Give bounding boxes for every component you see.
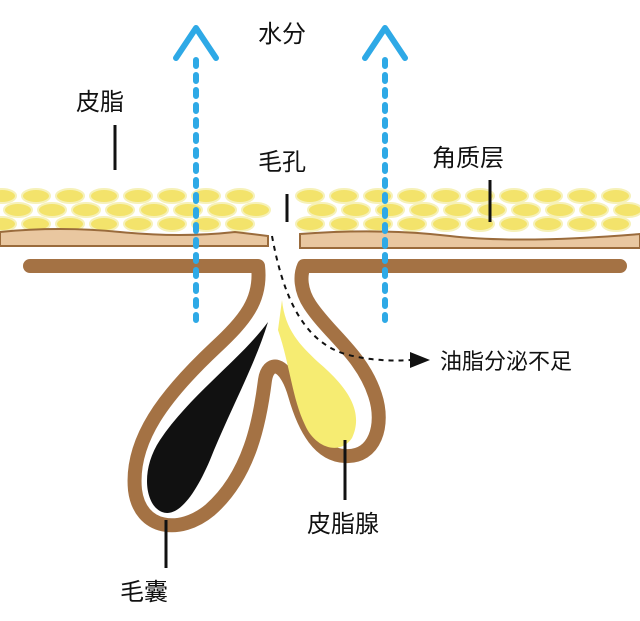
corneocyte-cell: [225, 188, 255, 204]
corneocyte-cell: [0, 216, 17, 232]
corneocyte-cell: [207, 202, 237, 218]
corneocyte-cell: [89, 216, 119, 232]
corneocyte-cell: [499, 188, 529, 204]
corneocyte-cell: [71, 202, 101, 218]
corneocyte-cell: [431, 188, 461, 204]
label-sebaceous-gland: 皮脂腺: [307, 510, 379, 538]
water-arrow-left: [173, 25, 219, 323]
corneocyte-cell: [123, 188, 153, 204]
corneocyte-cell: [341, 202, 371, 218]
corneocyte-cell: [89, 188, 119, 204]
corneocyte-cell: [409, 202, 439, 218]
corneocyte-cell: [511, 202, 541, 218]
corneocyte-cell: [225, 216, 255, 232]
corneocyte-cell: [157, 188, 187, 204]
label-water: 水分: [258, 20, 306, 48]
corneocyte-cell: [139, 202, 169, 218]
label-stratum-corneum: 角质层: [432, 144, 504, 172]
corneocyte-cell: [567, 216, 597, 232]
hair-shaft: [147, 322, 268, 513]
corneocyte-cell: [295, 216, 325, 232]
corneocyte-cell: [613, 202, 640, 218]
water-arrow-right: [362, 25, 408, 323]
corneocyte-cell: [397, 216, 427, 232]
label-oil-secretion: 油脂分泌不足: [440, 350, 572, 375]
skin-tissue-band-right: [299, 230, 640, 249]
corneocyte-cell: [465, 188, 495, 204]
corneocyte-cell: [307, 202, 337, 218]
corneocyte-cell: [431, 216, 461, 232]
corneocyte-cell: [123, 216, 153, 232]
corneocyte-cell: [329, 216, 359, 232]
corneocyte-cell: [579, 202, 609, 218]
corneocyte-cell: [601, 188, 631, 204]
corneocyte-cell: [295, 188, 325, 204]
corneocyte-cell: [397, 188, 427, 204]
oil-pointer-curve: [271, 235, 411, 362]
corneocyte-cell: [0, 188, 17, 204]
corneocyte-cell: [105, 202, 135, 218]
corneocyte-cell: [545, 202, 575, 218]
corneocyte-cell: [465, 216, 495, 232]
corneocyte-cell: [37, 202, 67, 218]
oil-pointer-arrowhead: [410, 352, 430, 368]
corneocyte-cell: [329, 188, 359, 204]
label-sebum: 皮脂: [76, 88, 124, 116]
corneocyte-cell: [443, 202, 473, 218]
corneocyte-cell: [21, 188, 51, 204]
corneocyte-cell: [567, 188, 597, 204]
corneocyte-cell: [241, 202, 271, 218]
label-hair-follicle: 毛囊: [120, 578, 168, 606]
corneocyte-cell: [601, 216, 631, 232]
corneocyte-cell: [533, 188, 563, 204]
follicle-wall: [23, 259, 627, 533]
label-pore: 毛孔: [258, 148, 306, 176]
corneocyte-cell: [3, 202, 33, 218]
sebum-fill: [278, 300, 357, 448]
stratum-corneum-cells-right: [295, 188, 640, 232]
corneocyte-cell: [533, 216, 563, 232]
corneocyte-cell: [375, 202, 405, 218]
corneocyte-cell: [499, 216, 529, 232]
stratum-corneum-cells-left: [0, 188, 271, 232]
corneocyte-cell: [157, 216, 187, 232]
skin-tissue-band-left: [0, 228, 269, 247]
corneocyte-cell: [477, 202, 507, 218]
corneocyte-cell: [55, 188, 85, 204]
